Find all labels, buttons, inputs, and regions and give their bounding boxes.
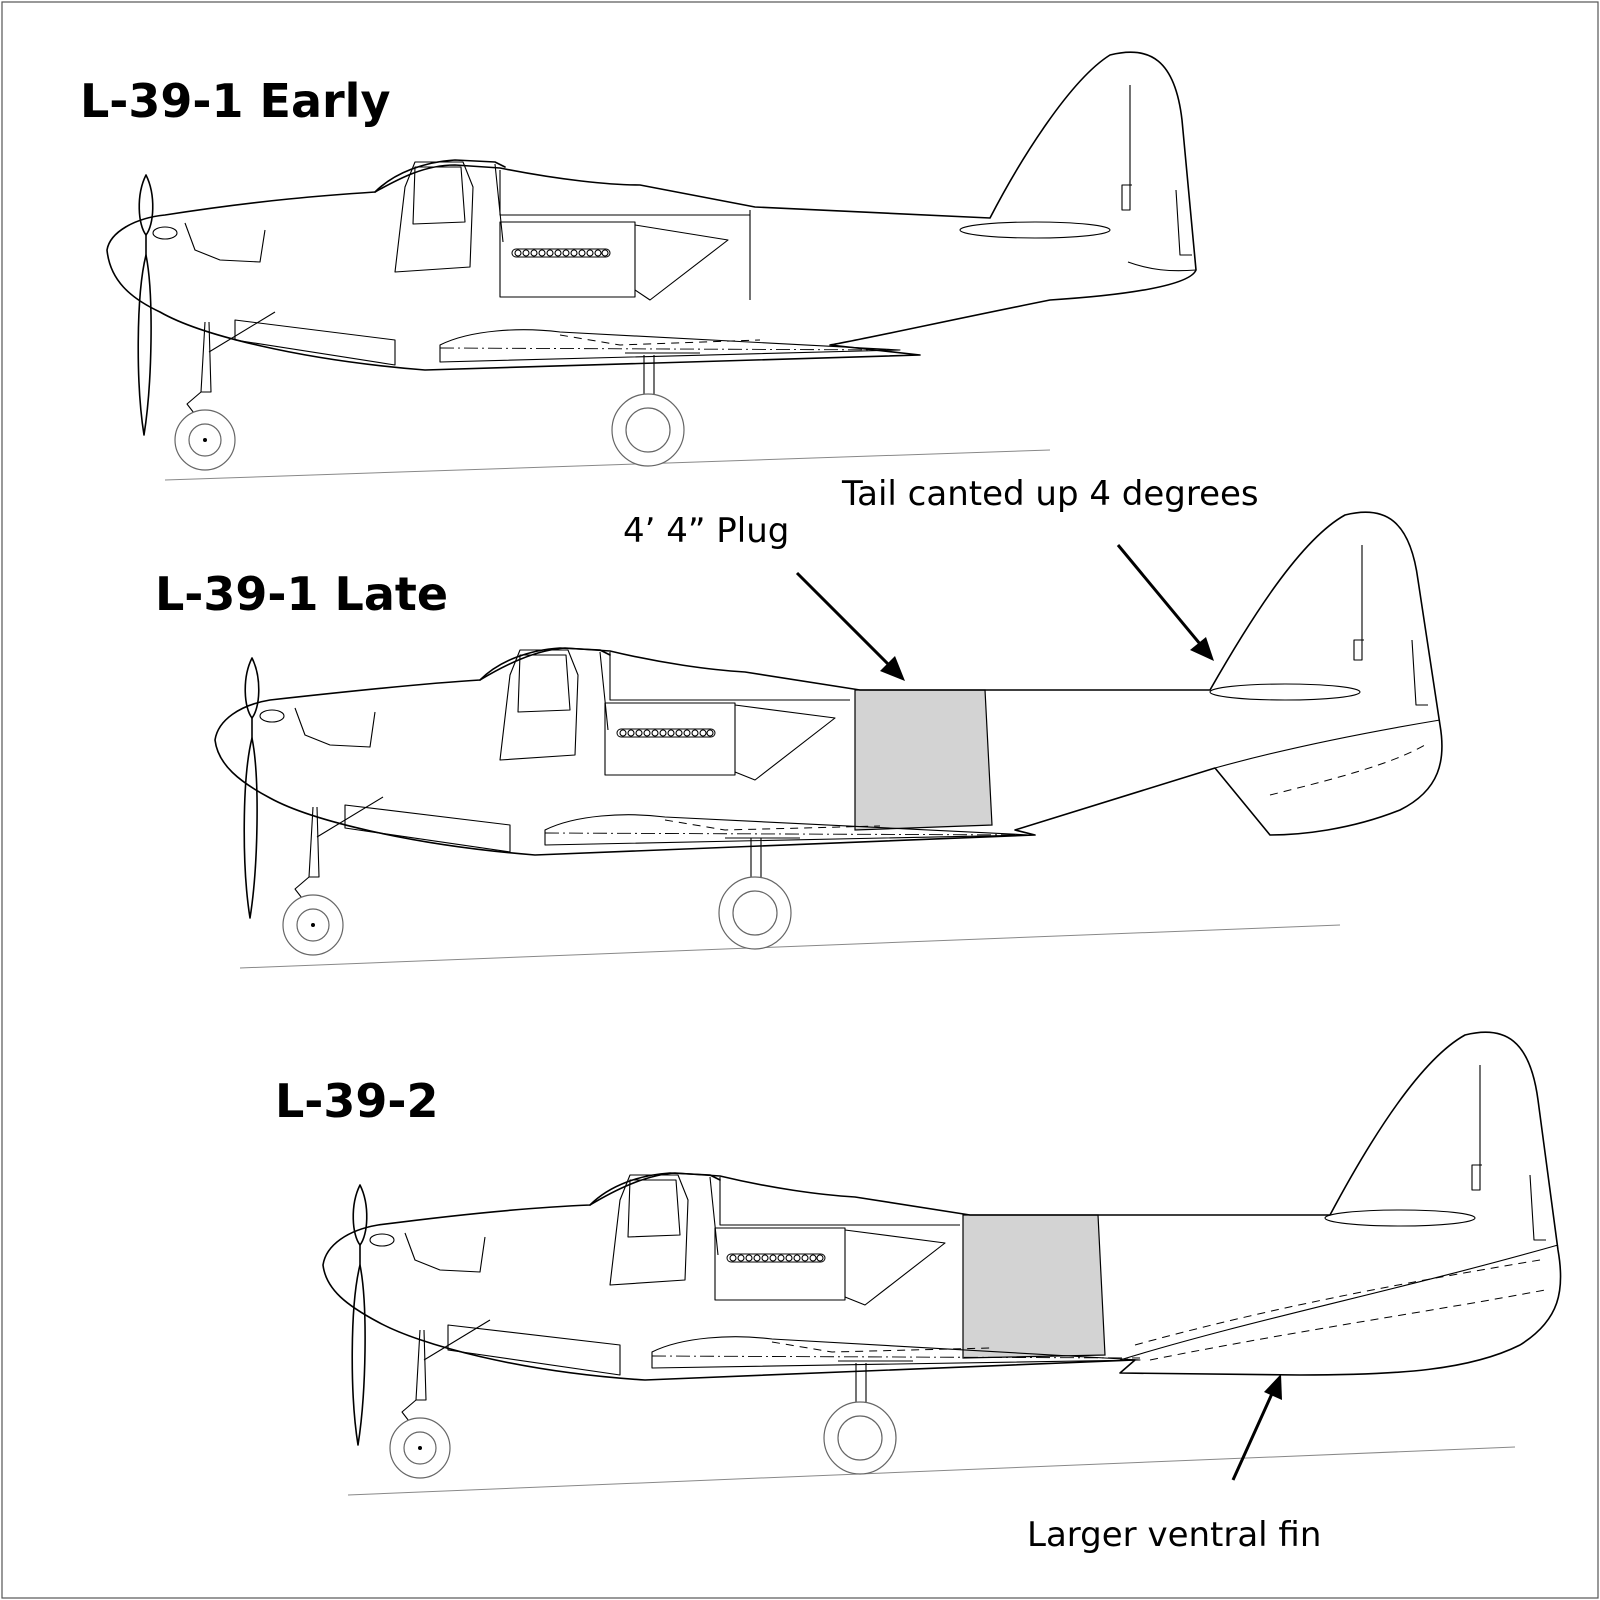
fuselage-plug <box>854 689 993 831</box>
aircraft-l39-1-late: L-39-1 Late 4’ 4” Plug Tail canted up 4 … <box>155 474 1443 969</box>
aircraft-l39-1-early: L-39-1 Early <box>80 51 1197 481</box>
engine-panel <box>714 1227 846 1301</box>
nose-panel <box>294 707 376 748</box>
wing-root <box>651 1336 1141 1369</box>
arrow-tail <box>1116 544 1207 651</box>
ventral-fin-dashed-1 <box>1134 1259 1541 1346</box>
radiator-panel <box>634 224 729 301</box>
engine-panel <box>499 221 636 298</box>
wing-fillet-dashed <box>664 819 881 831</box>
fuselage-plug <box>962 1214 1106 1359</box>
wing-root <box>439 329 901 363</box>
ground-line <box>239 924 1341 969</box>
wing-fillet-dashed <box>771 1341 991 1353</box>
ground-line <box>164 449 1051 481</box>
title-l39-1-early: L-39-1 Early <box>80 74 390 128</box>
nose-panel <box>184 222 266 263</box>
fuselage <box>106 51 1197 371</box>
tail-joint <box>1127 261 1197 272</box>
radiator-panel <box>734 704 836 781</box>
nose-intake <box>369 1233 395 1247</box>
wing-root <box>544 814 1031 846</box>
stabilizer <box>959 221 1111 239</box>
ventral-fin-root <box>1119 1244 1559 1361</box>
trim-tab <box>1411 639 1428 706</box>
arrow-plug-head <box>880 656 905 681</box>
nose-intake <box>259 709 285 723</box>
arrow-plug <box>795 571 897 673</box>
arrow-fin-head <box>1264 1374 1282 1400</box>
stabilizer <box>1209 683 1361 701</box>
canopy-rail <box>609 652 850 701</box>
annotation-plug: 4’ 4” Plug <box>623 511 789 551</box>
ventral-fin-dashed <box>1269 744 1426 796</box>
title-l39-2: L-39-2 <box>275 1074 439 1128</box>
flap <box>344 804 511 853</box>
ventral-fin-root <box>1214 719 1441 769</box>
wing-chord <box>544 832 1031 836</box>
aircraft-l39-2: L-39-2 Larger ventral fin <box>275 1031 1562 1555</box>
rudder-line <box>1471 1065 1482 1191</box>
fuselage <box>214 511 1443 856</box>
arrow-tail-head <box>1190 637 1214 661</box>
title-l39-1-late: L-39-1 Late <box>155 567 448 621</box>
trim-tab <box>1529 1174 1546 1241</box>
wing-chord <box>439 347 901 351</box>
fuselage <box>322 1031 1562 1381</box>
arrow-fin <box>1231 1386 1277 1481</box>
nose-intake <box>152 226 178 240</box>
rudder-line <box>1353 545 1364 661</box>
engine-panel <box>604 702 736 776</box>
canopy-rail <box>719 1177 960 1226</box>
canopy-rail <box>499 170 750 216</box>
rudder-line <box>1121 85 1132 211</box>
flap <box>447 1324 621 1376</box>
ventral-fin-dashed-2 <box>1149 1289 1546 1361</box>
wing-chord <box>651 1355 1141 1359</box>
flap <box>234 319 396 366</box>
stabilizer <box>1324 1209 1476 1227</box>
nose-panel <box>404 1232 486 1273</box>
annotation-tail: Tail canted up 4 degrees <box>841 474 1259 514</box>
radiator-panel <box>844 1229 946 1306</box>
ground-line <box>347 1446 1516 1496</box>
trim-tab <box>1175 189 1192 256</box>
annotation-fin: Larger ventral fin <box>1027 1515 1321 1555</box>
wing-fillet-dashed <box>559 334 761 346</box>
